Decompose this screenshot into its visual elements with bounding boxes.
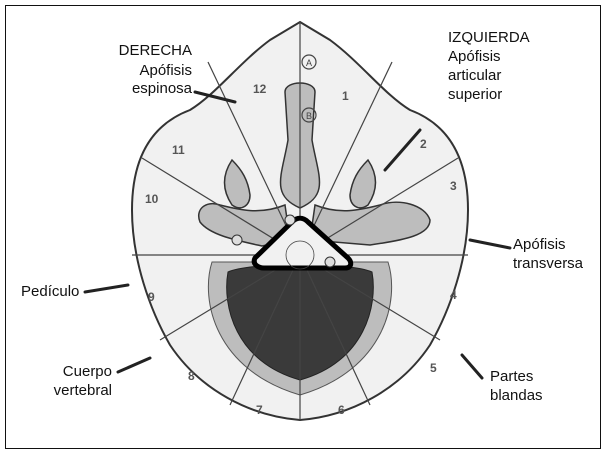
zone-number-4: 4 bbox=[450, 288, 457, 302]
pedicle-dot-right-side bbox=[232, 235, 242, 245]
zone-number-2: 2 bbox=[420, 137, 427, 151]
label-izquierda: IZQUIERDA bbox=[448, 29, 530, 47]
label-cuerpo-vertebral-line1: Cuerpo bbox=[20, 363, 112, 381]
zone-number-8: 8 bbox=[188, 369, 195, 383]
zone-number-12: 12 bbox=[253, 82, 267, 96]
label-derecha: DERECHA bbox=[60, 42, 192, 60]
zone-number-3: 3 bbox=[450, 179, 457, 193]
label-apofisis-articular-line2: articular bbox=[448, 67, 501, 85]
label-partes-blandas-line1: Partes bbox=[490, 368, 533, 386]
label-apofisis-espinosa-line2: espinosa bbox=[60, 80, 192, 98]
zone-number-11: 11 bbox=[172, 143, 185, 157]
label-apofisis-transversa-line1: Apófisis bbox=[513, 236, 566, 254]
label-pediculo: Pedículo bbox=[21, 283, 79, 301]
label-partes-blandas-line2: blandas bbox=[490, 387, 543, 405]
label-apofisis-articular-line1: Apófisis bbox=[448, 48, 501, 66]
marker-a: A bbox=[306, 58, 312, 68]
marker-b: B bbox=[306, 111, 312, 121]
zone-number-10: 10 bbox=[145, 192, 159, 206]
label-apofisis-articular-line3: superior bbox=[448, 86, 502, 104]
zone-number-5: 5 bbox=[430, 361, 437, 375]
zone-number-6: 6 bbox=[338, 403, 345, 417]
label-cuerpo-vertebral-line2: vertebral bbox=[20, 382, 112, 400]
zone-number-1: 1 bbox=[342, 89, 349, 103]
zone-number-7: 7 bbox=[256, 403, 263, 417]
pedicle-dot-top bbox=[285, 215, 295, 225]
label-apofisis-espinosa-line1: Apófisis bbox=[60, 62, 192, 80]
pedicle-dot-left-side bbox=[325, 257, 335, 267]
zone-number-9: 9 bbox=[148, 290, 155, 304]
label-apofisis-transversa-line2: transversa bbox=[513, 255, 583, 273]
